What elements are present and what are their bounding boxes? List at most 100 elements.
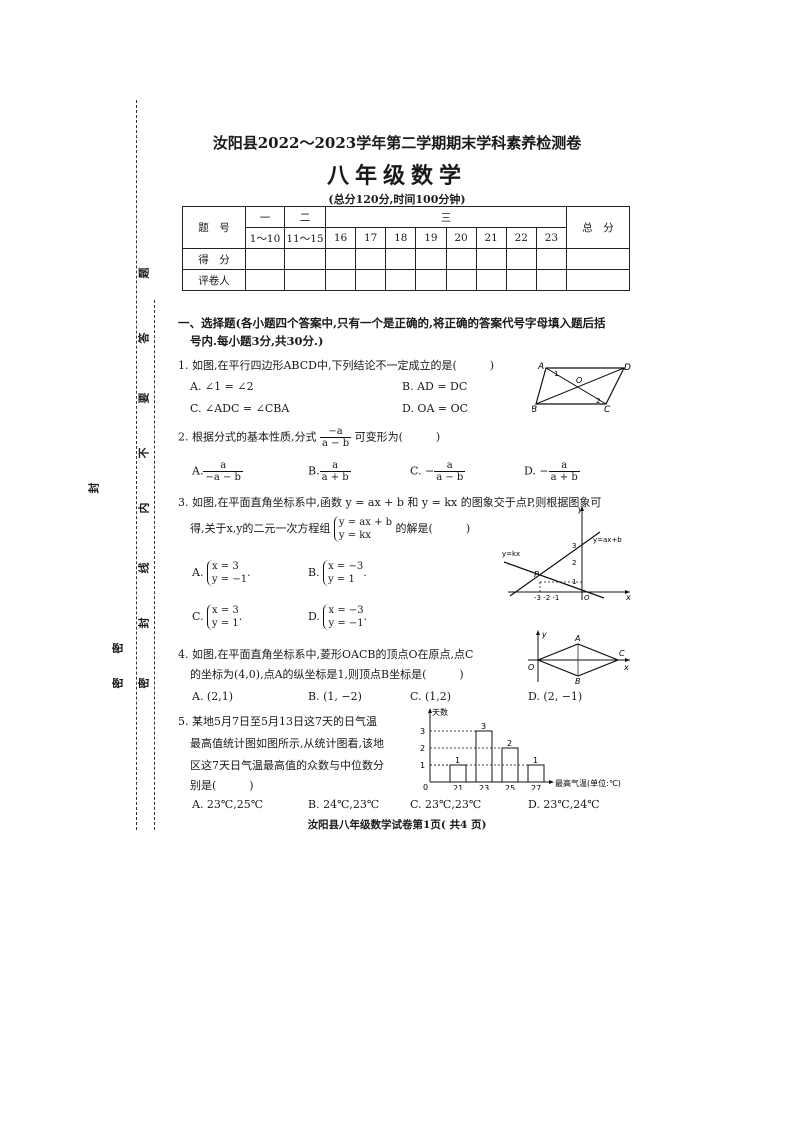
- table-sec2: 二: [284, 206, 326, 228]
- grader-cell[interactable]: [385, 269, 417, 291]
- chart-ylabel: 天数: [432, 707, 448, 717]
- score-cell[interactable]: [535, 248, 568, 270]
- q4-option-d[interactable]: D. (2, −1): [528, 690, 583, 703]
- section1-heading-2: 号内.每小题3分,共30分.): [190, 334, 324, 348]
- q1-option-a[interactable]: A. ∠1 = ∠2: [190, 380, 254, 393]
- grader-cell[interactable]: [245, 269, 285, 291]
- table-qnum: 22: [505, 227, 537, 249]
- grader-cell[interactable]: [415, 269, 447, 291]
- q5-stem-2: 最高值统计图如图所示,从统计图看,该地: [190, 737, 384, 750]
- grader-cell[interactable]: [535, 269, 568, 291]
- q5-option-a[interactable]: A. 23℃,25℃: [192, 798, 264, 811]
- seal-char: 答: [137, 332, 151, 344]
- score-cell[interactable]: [385, 248, 417, 270]
- chart-ytick: 3: [420, 727, 425, 736]
- q1-option-c[interactable]: C. ∠ADC = ∠CBA: [190, 402, 290, 415]
- table-row-grader: 评卷人: [182, 269, 246, 291]
- chart-origin: 0: [423, 783, 428, 790]
- grader-cell[interactable]: [505, 269, 537, 291]
- chart-xtick: 27: [531, 784, 541, 790]
- q5-option-b[interactable]: B. 24℃,23℃: [308, 798, 380, 811]
- q5-stem-4: 别是( ): [190, 779, 254, 792]
- q5-stem-1: 5. 某地5月7日至5月13日这7天的日气温: [178, 715, 377, 728]
- table-sec1: 一: [245, 206, 285, 228]
- q5-stem-3: 区这7天日气温最高值的众数与中位数分: [190, 759, 384, 772]
- chart-ytick: 1: [420, 761, 425, 770]
- score-cell[interactable]: [284, 248, 326, 270]
- table-qnum: 16: [324, 227, 357, 249]
- q2-stem-post: 可变形为( ): [354, 430, 441, 444]
- grader-cell[interactable]: [445, 269, 477, 291]
- svg-text:C: C: [619, 649, 625, 658]
- score-cell[interactable]: [566, 248, 630, 270]
- chart-ytick: 2: [420, 744, 425, 753]
- binding-line-inner: [154, 300, 155, 830]
- svg-text:1: 1: [572, 578, 576, 586]
- svg-text:A: A: [574, 634, 580, 643]
- chart-data-label: 1: [533, 756, 538, 765]
- grader-cell[interactable]: [355, 269, 387, 291]
- q2-option-a[interactable]: A.a−a − b: [192, 460, 243, 483]
- svg-text:-3 -2 -1: -3 -2 -1: [534, 594, 559, 602]
- q1-option-d[interactable]: D. OA = OC: [402, 402, 469, 415]
- score-cell[interactable]: [445, 248, 477, 270]
- binding-line-outer: [136, 100, 137, 830]
- q4-option-c[interactable]: C. (1,2): [410, 690, 452, 703]
- grader-cell[interactable]: [566, 269, 630, 291]
- q1-option-b[interactable]: B. AD = DC: [402, 380, 468, 393]
- svg-text:O: O: [584, 594, 590, 602]
- score-cell[interactable]: [475, 248, 507, 270]
- score-cell[interactable]: [505, 248, 537, 270]
- chart-xtick: 21: [453, 784, 463, 790]
- svg-text:B: B: [575, 677, 581, 684]
- table-qnum: 18: [385, 227, 417, 249]
- table-qnum: 17: [355, 227, 387, 249]
- fig-label: C: [604, 405, 611, 414]
- fig-label: O: [576, 376, 582, 385]
- page-footer: 汝阳县八年级数学试卷第1页( 共4 页): [307, 819, 487, 831]
- grader-cell[interactable]: [284, 269, 326, 291]
- table-range1: 1～10: [245, 227, 285, 249]
- table-sec3: 三: [325, 206, 567, 228]
- score-cell[interactable]: [324, 248, 357, 270]
- score-cell[interactable]: [355, 248, 387, 270]
- chart-data-label: 2: [507, 739, 512, 748]
- q1-stem: 1. 如图,在平行四边形ABCD中,下列结论不一定成立的是( ): [178, 359, 495, 372]
- fig-label: 2: [596, 397, 600, 405]
- subject-title: 八年级数学: [326, 163, 467, 189]
- svg-text:P: P: [534, 570, 539, 579]
- score-cell[interactable]: [245, 248, 285, 270]
- chart-xtick: 23: [479, 784, 489, 790]
- chart-data-label: 1: [455, 756, 460, 765]
- q2-stem-pre: 2. 根据分式的基本性质,分式: [178, 430, 317, 444]
- fig-label: A: [537, 362, 544, 372]
- q5-option-d[interactable]: D. 23℃,24℃: [528, 798, 600, 811]
- grader-cell[interactable]: [324, 269, 357, 291]
- chart-bar: [527, 764, 545, 783]
- q4-stem-1: 4. 如图,在平面直角坐标系中,菱形OACB的顶点O在原点,点C: [178, 648, 474, 661]
- seal-char: 题: [137, 267, 151, 279]
- table-qnum: 19: [415, 227, 447, 249]
- chart-bar: [475, 730, 493, 783]
- table-qnum: 20: [445, 227, 477, 249]
- q5-option-c[interactable]: C. 23℃,23℃: [410, 798, 482, 811]
- q4-option-b[interactable]: B. (1, −2): [308, 690, 362, 703]
- q4-rhombus-figure: y x O A B C: [528, 630, 630, 684]
- q4-option-a[interactable]: A. (2,1): [192, 690, 234, 703]
- table-range2: 11～15: [284, 227, 326, 249]
- grader-cell[interactable]: [475, 269, 507, 291]
- seal-char: 不: [137, 447, 151, 459]
- score-cell[interactable]: [415, 248, 447, 270]
- svg-text:O: O: [528, 663, 534, 672]
